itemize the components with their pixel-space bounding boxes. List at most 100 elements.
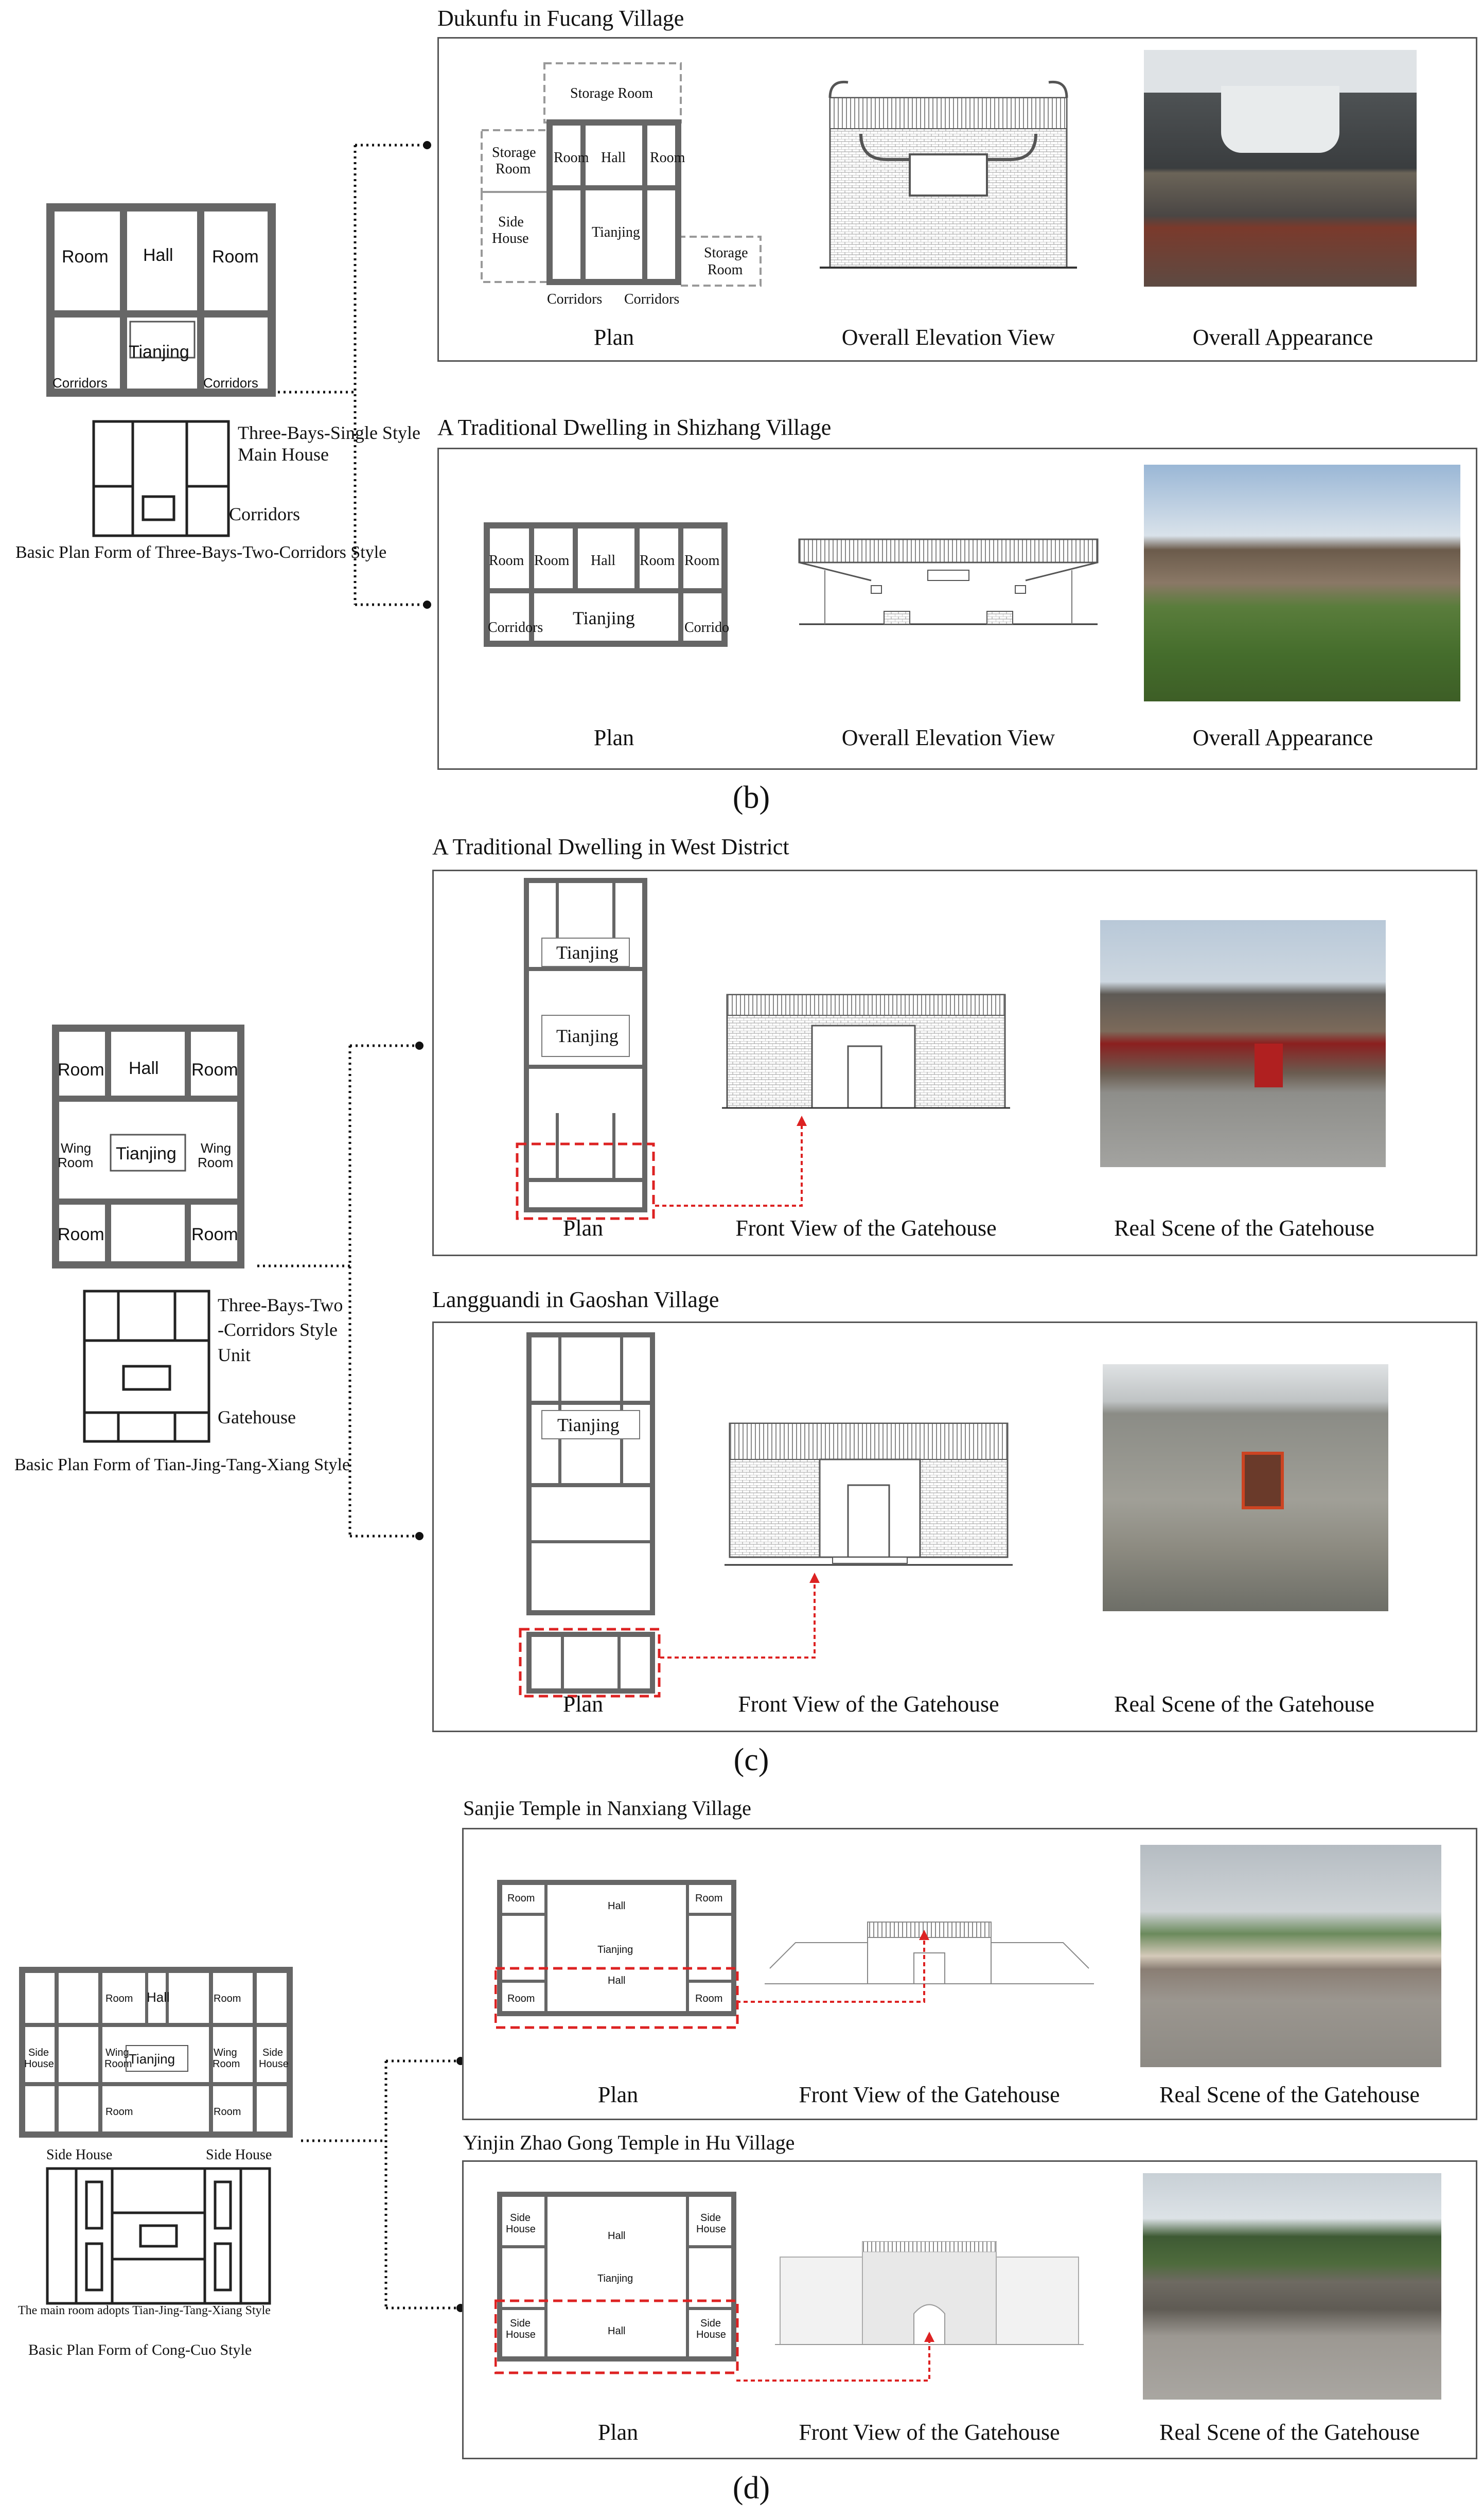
figure-label-c: (c) — [733, 1742, 769, 1777]
label-hall: Hall — [601, 150, 626, 166]
label-side-tl2: House — [506, 2224, 536, 2235]
label-side-bl2: House — [506, 2329, 536, 2340]
label-room-tl: Room — [58, 1060, 104, 1080]
connector-b — [278, 141, 431, 609]
connector-c — [257, 1042, 423, 1540]
label-tianjing: Tianjing — [597, 1944, 633, 1955]
label-side-bl1: Side — [510, 2318, 531, 2329]
panel-dukunfu: Storage Room Storage Room Side House Roo… — [437, 37, 1477, 362]
photo-langguandi — [1103, 1364, 1388, 1611]
highlight-link-4 — [736, 2332, 934, 2382]
plan-sanjie: Room Room Hall Tianjing Hall Room Room — [495, 1880, 739, 2029]
label-storage-top: Storage Room — [570, 85, 653, 101]
caption-elevation: Overall Elevation View — [841, 325, 1055, 350]
unit-diagram-b — [92, 420, 230, 537]
caption-elevation: Overall Elevation View — [841, 725, 1055, 750]
connector-d — [301, 2057, 465, 2312]
label-room-tr: Room — [214, 1993, 241, 2004]
basic-plan-d: Room Hall Room Tianjing Side House Side … — [19, 1967, 293, 2138]
label-room-br: Room — [214, 2106, 241, 2118]
label-tianjing: Tianjing — [116, 1144, 176, 1164]
label-corridors-r: Corridors — [624, 291, 679, 307]
label-room-r: Room — [650, 150, 685, 166]
photo-west-district — [1100, 920, 1386, 1167]
basic-note-d: The main room adopts Tian-Jing-Tang-Xian… — [18, 2304, 271, 2317]
elevation-dukunfu — [820, 80, 1077, 269]
figure-label-b: (b) — [732, 780, 770, 815]
caption-plan: Plan — [562, 1215, 604, 1241]
gatehouse-front-sanjie — [765, 1922, 1094, 1984]
basic-caption-b: Basic Plan Form of Three-Bays-Two-Corrid… — [15, 543, 387, 562]
label-room-right: Room — [212, 247, 259, 267]
label-tianjing-1: Tianjing — [556, 942, 619, 963]
label-wing-l2: Room — [58, 1155, 93, 1170]
label-hall-bottom: Hall — [608, 1975, 625, 1986]
photo-sanjie — [1140, 1845, 1441, 2067]
figure-label-d: (d) — [732, 2471, 770, 2506]
caption-plan: Plan — [562, 1691, 604, 1717]
caption-real-scene: Real Scene of the Gatehouse — [1114, 1691, 1374, 1717]
elevation-shizhang — [798, 538, 1099, 625]
label-tianjing: Tianjing — [129, 2051, 175, 2067]
label-wing-r1: Wing — [201, 1140, 231, 1156]
panel-sanjie: Room Room Hall Tianjing Hall Room Room P… — [462, 1828, 1477, 2120]
panel-west-district: Tianjing Tianjing Plan Front View of the… — [432, 870, 1477, 1256]
label-side-1: Side — [498, 214, 524, 230]
unit-label-main-house: Main House — [238, 444, 329, 465]
label-room-1: Room — [489, 553, 524, 569]
side-house-label-left: Side House — [46, 2147, 113, 2163]
highlight-link-3 — [736, 1930, 929, 2003]
panel-langguandi: Tianjing Plan Front View of the Gatehous… — [432, 1321, 1477, 1732]
caption-plan: Plan — [593, 725, 634, 750]
photo-yinjin — [1143, 2173, 1441, 2400]
label-tianjing-2: Tianjing — [556, 1026, 619, 1046]
label-corridors-left: Corridors — [52, 375, 108, 391]
gatehouse-front-yinjin — [775, 2241, 1084, 2345]
unit-label-2: -Corridors Style — [218, 1319, 338, 1340]
caption-plan: Plan — [593, 325, 634, 350]
gatehouse-front-langguandi — [725, 1422, 1013, 1566]
caption-appearance: Overall Appearance — [1192, 325, 1373, 350]
label-tianjing: Tianjing — [129, 342, 189, 362]
label-wing-r2: Room — [213, 2058, 240, 2070]
label-hall: Hall — [147, 1989, 170, 2005]
case-title-langguandi: Langguandi in Gaoshan Village — [432, 1287, 719, 1312]
basic-caption-d: Basic Plan Form of Cong-Cuo Style — [28, 2341, 252, 2358]
basic-caption-c: Basic Plan Form of Tian-Jing-Tang-Xiang … — [14, 1455, 350, 1474]
case-title-shizhang: A Traditional Dwelling in Shizhang Villa… — [437, 415, 832, 440]
case-title-west-district: A Traditional Dwelling in West District — [432, 834, 789, 859]
label-storage-right-2: Room — [708, 262, 743, 278]
panel-shizhang: Room Room Hall Room Room Tianjing Corrid… — [437, 448, 1477, 770]
label-room-bl: Room — [507, 1993, 535, 2004]
label-side-2: House — [492, 231, 529, 246]
caption-real-scene: Real Scene of the Gatehouse — [1159, 2082, 1420, 2107]
label-room-left: Room — [62, 247, 109, 267]
caption-real-scene: Real Scene of the Gatehouse — [1114, 1215, 1374, 1241]
unit-label-gatehouse: Gatehouse — [218, 1407, 296, 1428]
unit-diagram-c — [83, 1290, 210, 1443]
label-room-tl: Room — [507, 1893, 535, 1904]
caption-appearance: Overall Appearance — [1192, 725, 1373, 750]
label-wing-r2: Room — [198, 1155, 233, 1170]
label-side-tl1: Side — [510, 2212, 531, 2224]
label-side-l2: House — [24, 2058, 54, 2070]
label-wing-r1: Wing — [214, 2047, 237, 2058]
photo-shizhang — [1144, 465, 1460, 701]
label-room-l: Room — [554, 150, 589, 166]
case-title-sanjie: Sanjie Temple in Nanxiang Village — [463, 1796, 751, 1820]
plan-shizhang: Room Room Hall Room Room Tianjing Corrid… — [484, 522, 730, 647]
label-storage-left-2: Room — [496, 161, 531, 177]
caption-front-view: Front View of the Gatehouse — [735, 1215, 997, 1241]
unit-diagram-d — [46, 2167, 271, 2305]
unit-label-corridors: Corridors — [229, 504, 300, 524]
plan-langguandi: Tianjing — [519, 1332, 661, 1698]
side-house-label-right: Side House — [206, 2147, 272, 2163]
label-wing-l1: Wing — [61, 1140, 91, 1156]
label-tianjing: Tianjing — [597, 2273, 633, 2284]
label-hall-bottom: Hall — [608, 2325, 625, 2337]
highlight-link-2 — [660, 1573, 820, 1659]
gatehouse-front-west-district — [722, 994, 1010, 1109]
label-storage-left-1: Storage — [492, 145, 536, 161]
photo-dukunfu — [1144, 50, 1417, 287]
caption-front-view: Front View of the Gatehouse — [738, 1691, 999, 1717]
